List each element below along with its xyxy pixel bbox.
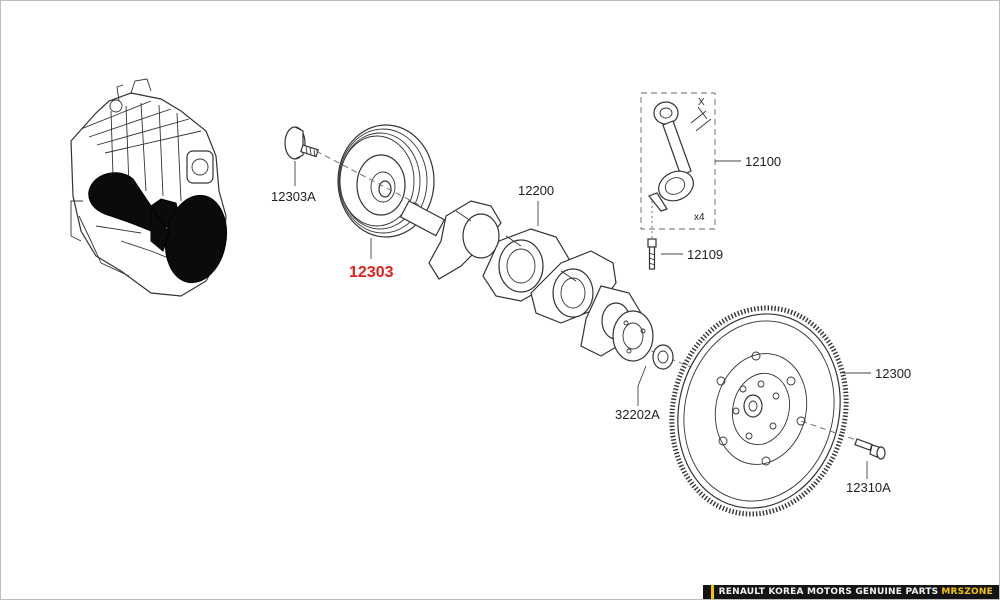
label-12300: 12300 [875, 366, 911, 381]
footer-accent-bar [710, 585, 714, 599]
connecting-rod [648, 101, 712, 212]
label-12200: 12200 [518, 183, 554, 198]
rod-bolt [647, 238, 657, 270]
label-12310A: 12310A [846, 480, 891, 495]
flywheel [669, 305, 849, 517]
crankshaft [399, 200, 654, 362]
crankshaft-pulley [337, 124, 435, 259]
label-12303A: 12303A [271, 189, 316, 204]
brand-footer: RENAULT KOREA MOTORS GENUINE PARTS MRSZO… [702, 585, 999, 599]
label-rod-quantity: x4 [694, 212, 705, 223]
label-dimension-x: X [698, 97, 705, 108]
label-12303: 12303 [349, 264, 394, 281]
pilot-bearing [637, 344, 674, 406]
label-32202A: 32202A [615, 407, 660, 422]
engine-overview-illustration [70, 78, 228, 297]
label-12109: 12109 [687, 247, 723, 262]
pulley-bolt [284, 126, 319, 186]
flywheel-bolt [854, 438, 886, 460]
footer-brand-text: RENAULT KOREA MOTORS GENUINE PARTS [718, 587, 939, 597]
footer-brand-suffix: MRSZONE [941, 587, 993, 597]
label-12100: 12100 [745, 154, 781, 169]
